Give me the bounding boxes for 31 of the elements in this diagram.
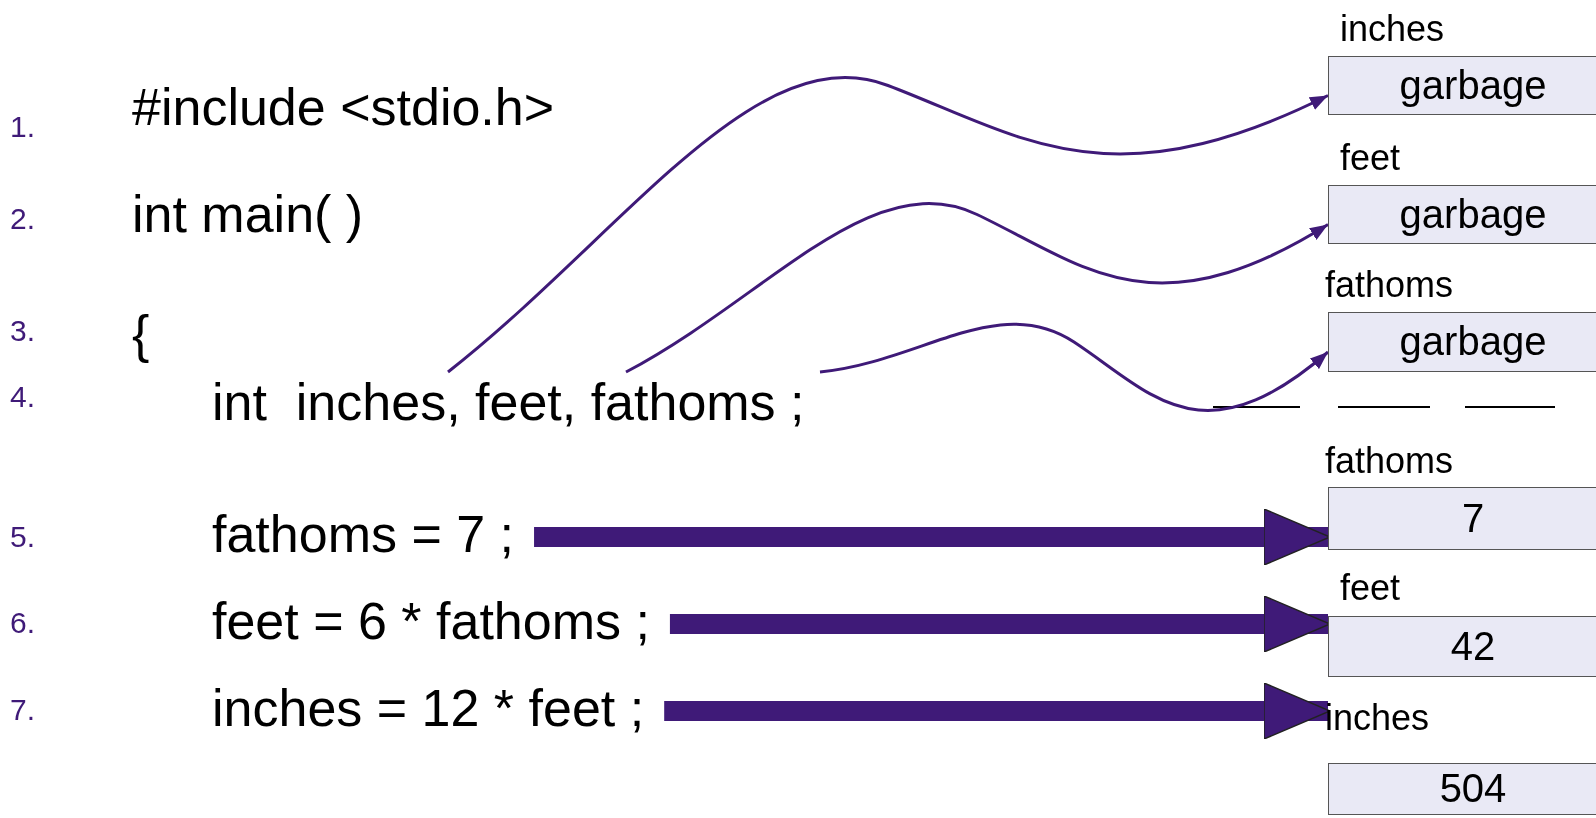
line-number: 2. (10, 201, 36, 237)
variable-value: garbage (1399, 63, 1547, 107)
code-line: inches = 12 * feet ; (212, 678, 645, 738)
variable-name: inches (1325, 696, 1430, 740)
block-arrow (664, 682, 1331, 740)
variable-name: feet (1340, 566, 1401, 610)
block-arrow (669, 595, 1331, 653)
line-number: 4. (10, 379, 36, 415)
curved-arrow (625, 202, 1329, 374)
variable-name: feet (1340, 136, 1401, 180)
line-number: 5. (10, 519, 36, 555)
variable-value: 7 (1461, 496, 1485, 540)
line-number: 1. (10, 109, 36, 145)
code-line: fathoms = 7 ; (212, 504, 515, 564)
curved-arrow (447, 76, 1329, 374)
variable-value: garbage (1399, 319, 1547, 363)
code-line: int main( ) (132, 184, 364, 244)
curved-arrow (819, 322, 1329, 412)
variable-name: fathoms (1325, 263, 1454, 307)
variable-value: 504 (1439, 766, 1507, 810)
variable-name: inches (1340, 7, 1445, 51)
line-number: 6. (10, 605, 36, 641)
variable-value: garbage (1399, 192, 1547, 236)
code-line: #include <stdio.h> (132, 77, 555, 137)
code-line: int inches, feet, fathoms ; (212, 372, 805, 432)
line-number: 7. (10, 692, 36, 728)
code-line: feet = 6 * fathoms ; (212, 591, 650, 651)
line-number: 3. (10, 313, 36, 349)
code-line: { (132, 304, 150, 364)
variable-value: 42 (1450, 624, 1496, 668)
variable-name: fathoms (1325, 439, 1454, 483)
